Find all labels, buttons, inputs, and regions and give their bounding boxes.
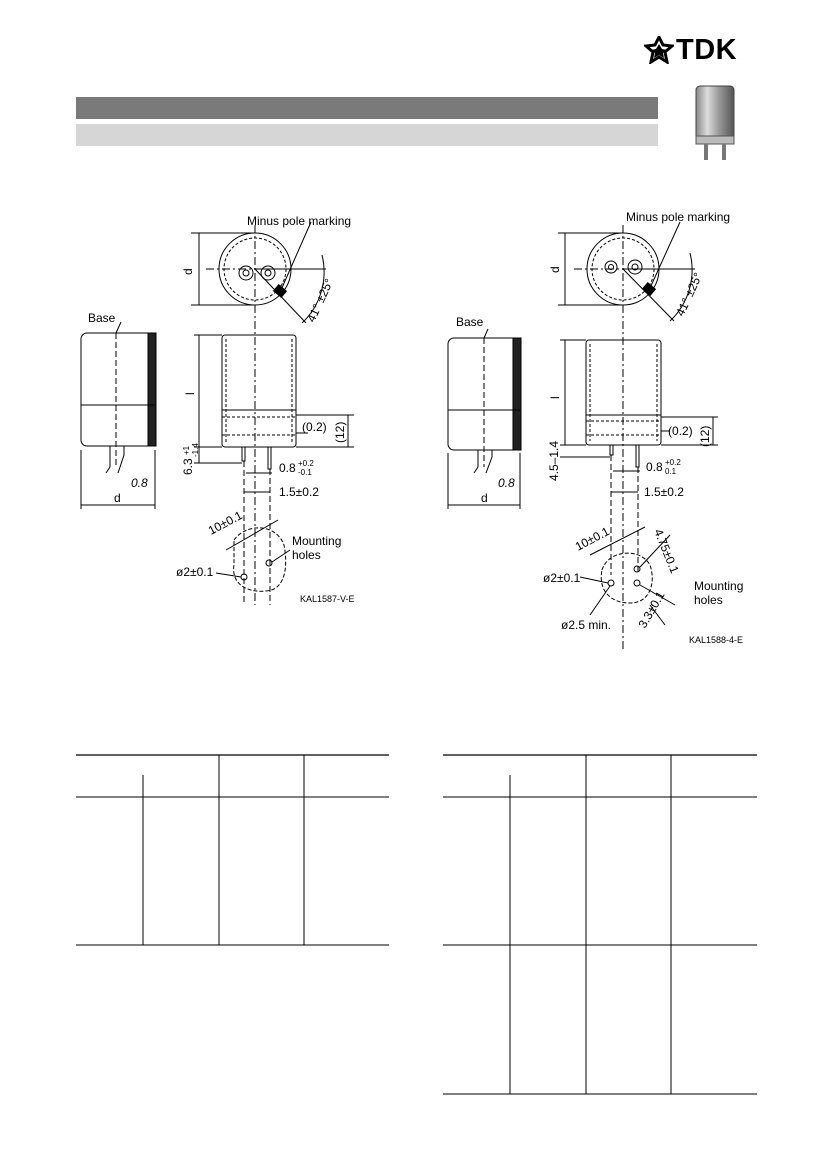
drawing-line	[627, 259, 643, 275]
drawing-line	[604, 260, 618, 274]
drawing-line	[301, 254, 325, 324]
pin-length-sub: -1.4	[191, 443, 200, 457]
base-label: Base	[456, 315, 484, 329]
drawing-line	[115, 321, 122, 334]
drawing-line	[264, 269, 272, 277]
drawing-line	[579, 576, 609, 584]
d-top-label: d	[181, 268, 195, 275]
drawing-line	[600, 552, 653, 604]
pin-width-sub: 0.1	[665, 467, 677, 476]
drawing-line	[633, 579, 641, 587]
dim-0-2-label: (0.2)	[302, 420, 327, 434]
drawing-line	[238, 265, 254, 281]
pin-width-sup: +0.2	[298, 459, 314, 468]
dimension-drawing-right: Minus pole marking d 41° ±25° Base l (0.…	[447, 210, 743, 650]
drawing-line	[585, 339, 662, 446]
dim-12-label: (12)	[333, 422, 347, 443]
drawing-line	[589, 585, 611, 616]
drawing-line	[271, 549, 291, 563]
capacitor-photo	[695, 85, 735, 160]
drawing-line	[669, 252, 693, 322]
holes-label: holes	[292, 548, 321, 562]
drawing-line	[512, 337, 522, 451]
pin-width-sup: +0.2	[665, 458, 681, 467]
pin-width-sub: -0.1	[298, 468, 312, 477]
subtitle-bar	[76, 124, 658, 146]
pin-length-label: 4.5–1.4	[547, 441, 561, 481]
pin-width-label: 0.8	[646, 460, 663, 474]
dim-12-label: (12)	[698, 426, 712, 447]
d-top-label: d	[548, 266, 562, 273]
drawing-line	[225, 519, 279, 551]
drawing-line	[589, 526, 646, 556]
drawing-line	[483, 328, 489, 339]
hole-label: ø2±0.1	[543, 571, 581, 585]
hole-min-label: ø2.5 min.	[561, 618, 611, 632]
pitch-label: 1.5±0.2	[279, 485, 319, 499]
base-label: Base	[88, 311, 116, 325]
dim-0-2-label: (0.2)	[668, 424, 693, 438]
drawing-line	[221, 334, 297, 448]
drawing-line	[641, 282, 657, 296]
drawing-line	[215, 572, 242, 578]
tdk-logo: TDK	[642, 33, 758, 66]
drawing-code: KAL1588-4-E	[689, 635, 743, 645]
d-bottom-label: d	[481, 491, 488, 505]
title-bar	[76, 97, 658, 119]
drawing-line	[473, 450, 479, 474]
dim-0-8-label: 0.8	[498, 476, 515, 490]
d-bottom-label: d	[114, 491, 121, 505]
l-label: l	[183, 392, 197, 395]
dim-0-8-label: 0.8	[131, 476, 148, 490]
drawing-line	[272, 284, 288, 298]
drawing-line	[639, 534, 671, 568]
drawing-line	[254, 268, 307, 324]
drawing-line	[147, 332, 157, 447]
drawing-line	[639, 584, 676, 606]
drawing-line	[242, 269, 250, 277]
drawing-line	[233, 527, 287, 592]
l-label: l	[548, 396, 562, 399]
drawing-line	[649, 221, 681, 289]
drawing-line	[485, 450, 493, 474]
pin-width-label: 0.8	[279, 461, 296, 475]
mounting-label: Mounting	[694, 579, 743, 593]
tdk-logo-mark-icon	[642, 33, 676, 66]
dimension-drawing-left: Minus pole marking d 41° ±25° Base l (0.…	[80, 214, 355, 605]
drawing-line	[633, 565, 641, 573]
drawing-line	[649, 604, 666, 626]
minus-pole-label: Minus pole marking	[626, 210, 730, 224]
drawing-line	[631, 263, 639, 271]
minus-pole-label: Minus pole marking	[247, 214, 351, 228]
drawing-line	[280, 221, 312, 291]
brand-name: TDK	[676, 34, 738, 66]
drawing-line	[260, 265, 276, 281]
drawing-code: KAL1587-V-E	[300, 594, 355, 604]
pin-length-sup: +1	[182, 445, 191, 455]
drawing-line	[105, 446, 111, 474]
drawing-line	[622, 268, 675, 322]
pin-length-label: 6.3	[181, 458, 195, 475]
hole-label: ø2±0.1	[176, 565, 214, 579]
drawing-line	[265, 559, 273, 567]
pitch-label: 1.5±0.2	[644, 485, 684, 499]
mounting-label: Mounting	[292, 534, 341, 548]
drawing-line	[117, 446, 125, 474]
holes-label: holes	[694, 593, 723, 607]
